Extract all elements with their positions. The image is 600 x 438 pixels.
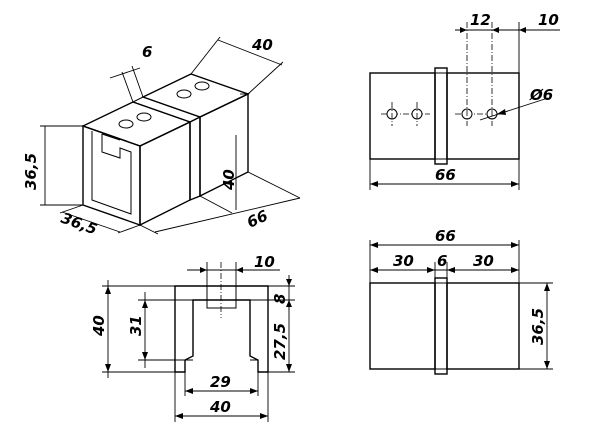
end-top-width-label: 10 xyxy=(254,253,275,271)
end-right-height-label: 27,5 xyxy=(271,323,289,360)
side-top-length-label: 66 xyxy=(435,227,456,245)
iso-side-height-label: 40 xyxy=(220,169,238,191)
front-top-pitch-label: 12 xyxy=(470,11,491,29)
iso-height-label: 36,5 xyxy=(22,153,40,190)
side-view: 66 30 6 30 36,5 xyxy=(369,227,553,375)
isometric-view: 6 40 36,5 36,5 40 66 xyxy=(22,36,301,239)
front-view: 12 10 Ø6 66 xyxy=(369,11,560,190)
end-inner-label: 31 xyxy=(127,315,145,336)
side-height-label: 36,5 xyxy=(529,308,547,345)
end-height-label: 40 xyxy=(90,315,108,337)
end-view: 10 8 27,5 40 31 29 xyxy=(90,253,295,422)
front-hole-dia-label: Ø6 xyxy=(529,86,553,104)
iso-depth-label: 36,5 xyxy=(59,209,100,239)
front-top-edge-label: 10 xyxy=(538,11,559,29)
iso-top-width-label: 40 xyxy=(251,36,273,54)
front-length-label: 66 xyxy=(435,166,456,184)
end-width-label: 40 xyxy=(209,398,231,416)
side-seg-mid-label: 6 xyxy=(437,252,447,270)
side-seg-right-label: 30 xyxy=(473,252,494,270)
iso-top-gap-label: 6 xyxy=(142,43,152,61)
end-slot-depth-label: 8 xyxy=(271,294,289,304)
end-inner-width-label: 29 xyxy=(210,373,231,391)
side-seg-left-label: 30 xyxy=(393,252,414,270)
